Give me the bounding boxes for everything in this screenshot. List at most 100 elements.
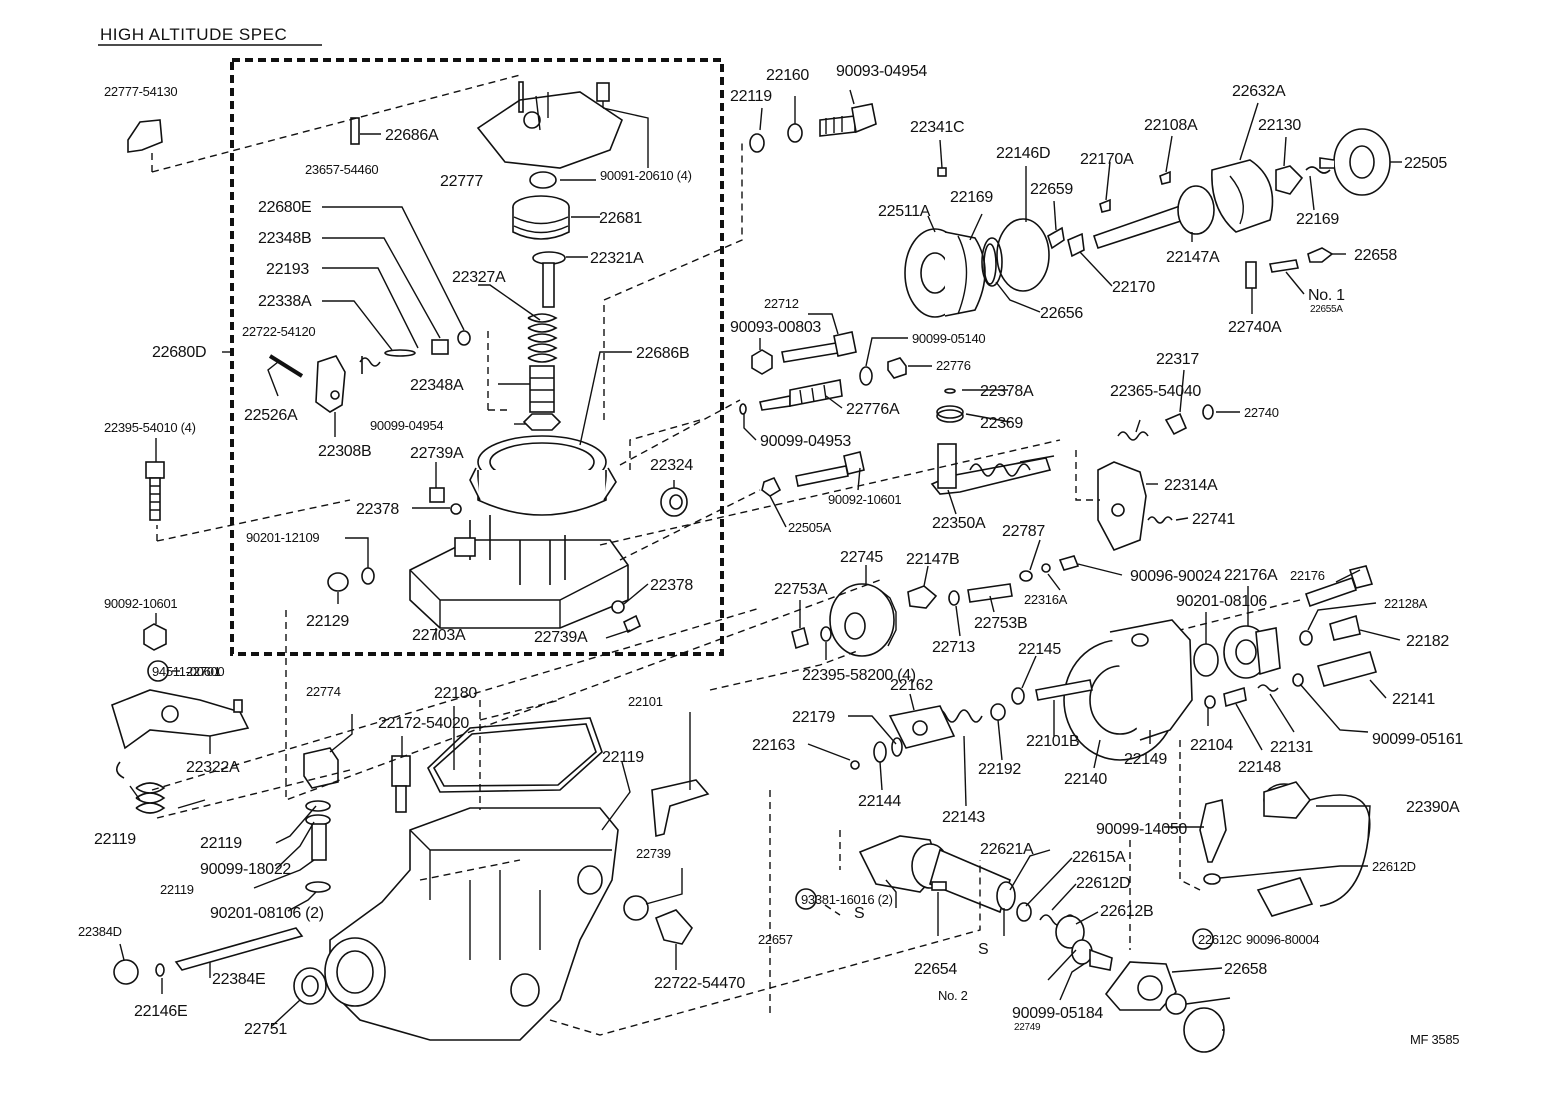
- callout-90091-20610: 90091-20610 (4): [600, 168, 692, 183]
- callout-22612C: 22658: [1224, 961, 1267, 978]
- callout-22182: 22145: [1018, 641, 1061, 658]
- callout-22180: 22172-54020: [378, 715, 469, 732]
- callout-22777: 22777: [440, 173, 483, 190]
- callout-22751: 22390A: [1406, 799, 1460, 816]
- assembly-dashed-lines: [151, 74, 1301, 1036]
- callout-22160: 90093-04954: [836, 63, 927, 80]
- callout-22179: 22163: [752, 737, 795, 754]
- callout-22378-lower: 22378: [650, 577, 693, 594]
- callout-22147B: 22787: [1002, 523, 1045, 540]
- callout-22659: 22169: [1296, 211, 1339, 228]
- callout-22365-54040: 22740: [1244, 405, 1279, 420]
- callout-22378-upper: 22378: [356, 501, 399, 518]
- callout-90099-05161: 22774: [306, 684, 341, 699]
- callout-22686B: 22686B: [636, 345, 689, 362]
- callout-90096-90024: 22316A: [1024, 592, 1068, 607]
- callout-22654: S: [978, 941, 988, 958]
- callout-22322A: 22119: [94, 831, 136, 848]
- callout-22148: 22131: [1270, 739, 1313, 756]
- callout-90099-18022: 22119: [160, 882, 194, 897]
- callout-22104: 22148: [1238, 759, 1281, 776]
- callout-22384E: 22146E: [134, 1003, 187, 1020]
- callout-22101B: 22140: [1064, 771, 1107, 788]
- callout-22163: 22144: [858, 793, 901, 810]
- callout-22176A: 90201-08106: [1176, 593, 1267, 610]
- leader-lines: [119, 89, 1402, 1031]
- callout-22321A: 22321A: [590, 250, 644, 267]
- callout-22753A: 22395-58200 (4): [802, 667, 916, 684]
- callout-90093-00803: 90099-05140: [912, 331, 985, 346]
- callout-22612B: S: [854, 905, 864, 922]
- callout-22141: 90099-05161: [1372, 731, 1463, 748]
- callout-22739A-upper: 22739A: [410, 445, 464, 462]
- callout-22131: 22141: [1392, 691, 1435, 708]
- callout-22395-58200: 22176: [1290, 568, 1325, 583]
- callout-22130: 22505: [1404, 155, 1447, 172]
- callout-90099-14050: 22612D: [1372, 859, 1416, 874]
- callout-22740A: 22378A: [980, 383, 1034, 400]
- callout-22526A: 22526A: [244, 407, 298, 424]
- callout-22632A: 22130: [1258, 117, 1301, 134]
- callout-22341C: 22146D: [996, 145, 1050, 162]
- callout-22324: 22324: [650, 457, 693, 474]
- callout-22774: 22180: [434, 685, 477, 702]
- governor-group-frame: [230, 58, 724, 656]
- callout-22701: 22322A: [186, 759, 240, 776]
- callout-22170: 22147A: [1166, 249, 1220, 266]
- callout-22140: 22149: [1124, 751, 1167, 768]
- callout-22621A: 22615A: [1072, 849, 1126, 866]
- callout-90096-80004: No. 2: [938, 988, 968, 1003]
- callout-23657-54460: 23657-54460: [305, 162, 378, 177]
- callout-22108A: 22632A: [1232, 83, 1286, 100]
- callout-no1: 22655A: [1310, 304, 1343, 315]
- callout-93381-16016-right: 90096-80004: [1246, 932, 1319, 947]
- callout-22176: 22176A: [1224, 567, 1278, 584]
- callout-22378A: 22369: [980, 415, 1023, 432]
- callout-22655A: 22740A: [1228, 319, 1282, 336]
- callout-22369: 22317: [1156, 351, 1199, 368]
- callout-22753B: 22713: [932, 639, 975, 656]
- callout-22776A: 90099-04953: [760, 433, 851, 450]
- callout-22149: 22104: [1190, 737, 1233, 754]
- callout-90099-04954: 90099-04954: [370, 418, 443, 433]
- callout-90092-10601-mid: 22505A: [788, 520, 832, 535]
- callout-22119-a: 22119: [730, 88, 772, 105]
- callout-90201-12109: 90201-12109: [246, 530, 319, 545]
- screw-mark-s-right: 22612C: [1198, 932, 1242, 947]
- callout-22739A-lower: 22739A: [534, 629, 588, 646]
- callout-22686A: 22686A: [385, 127, 439, 144]
- callout-90201-08106-2: 22739: [636, 846, 671, 861]
- callout-22745: 22147B: [906, 551, 959, 568]
- callout-22681: 22681: [599, 210, 642, 227]
- callout-22505: 22511A: [878, 203, 931, 220]
- callout-22776: 22776A: [846, 401, 900, 418]
- callout-22348A: 22348A: [410, 377, 464, 394]
- callout-22787: 90096-90024: [1130, 568, 1221, 585]
- callout-22656: 22658: [1354, 247, 1397, 264]
- callout-22172-54020: 22101: [628, 694, 663, 709]
- callout-90099-05140: 22776: [936, 358, 971, 373]
- callout-22119-b: 22160: [766, 67, 809, 84]
- screw-mark-s-left: 93381-16016 (2): [801, 892, 893, 907]
- callout-90099-04953: 90092-10601: [828, 492, 901, 507]
- callout-90092-10601-left: 90092-10601: [104, 596, 177, 611]
- callout-22192: 22101B: [1026, 733, 1079, 750]
- callout-22119-e: 90201-08106 (2): [210, 905, 324, 922]
- diagram-code: MF 3585: [1410, 1032, 1459, 1047]
- callout-22338A: 22338A: [258, 293, 312, 310]
- callout-90201-08106-right: 22128A: [1384, 596, 1428, 611]
- callout-22612D-upper: 22621A: [980, 841, 1034, 858]
- callout-90093-04954: 22712: [764, 296, 799, 311]
- callout-22101: 22119: [602, 749, 644, 766]
- callout-22129: 22129: [306, 613, 349, 630]
- callout-22384D: 22384E: [212, 971, 265, 988]
- callout-93381-16016-left: 22657: [758, 932, 793, 947]
- callout-22505A: 22341C: [910, 119, 964, 136]
- washer-mark-w: 94511-00600: [152, 664, 224, 679]
- callout-22739: 22722-54470: [654, 975, 745, 992]
- callout-22722-54120: 22722-54120: [242, 324, 315, 339]
- callout-22658-no1: No. 1: [1308, 287, 1345, 304]
- callout-22658-no2: 90099-05184: [1012, 1005, 1103, 1022]
- callout-22169-lower: 22170: [1112, 279, 1155, 296]
- callout-22146E: 22751: [244, 1021, 287, 1038]
